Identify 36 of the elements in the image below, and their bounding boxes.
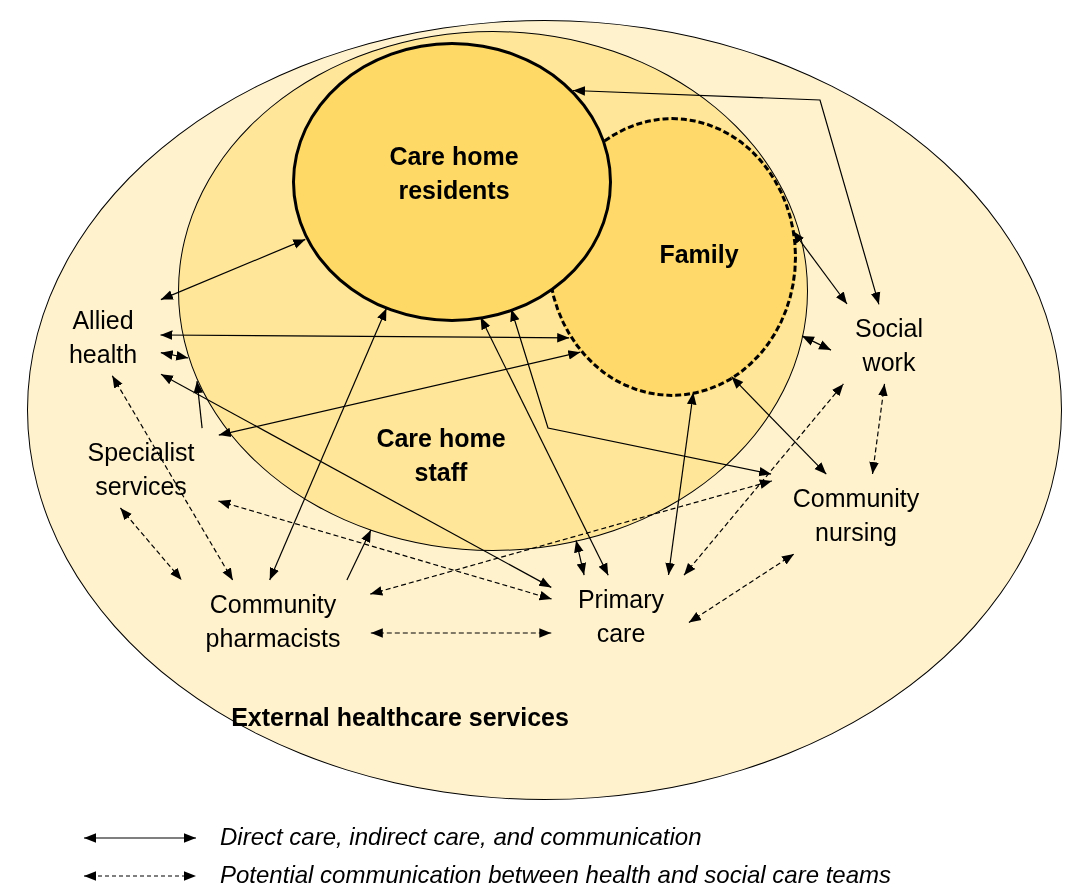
service-label: Social work: [836, 309, 942, 381]
service-label: Community pharmacists: [178, 585, 368, 657]
dashed-arrow: [370, 628, 552, 638]
dashed-arrow: [688, 553, 795, 624]
dashed-arrow: [369, 479, 773, 596]
service-label: Allied health: [48, 301, 158, 373]
arrow: [480, 316, 609, 576]
dashed-arrow: [217, 499, 553, 601]
arrow: [801, 335, 832, 351]
arrow: [730, 376, 827, 475]
region-label: Care home staff: [375, 423, 507, 488]
arrow: [665, 391, 697, 576]
arrow: [193, 380, 204, 429]
arrow: [510, 308, 772, 477]
dashed-arrow: [119, 507, 183, 581]
arrow: [574, 539, 587, 576]
legend-text: Direct care, indirect care, and communication: [220, 823, 702, 851]
legend-text: Potential communication between health and social care teams: [220, 861, 892, 889]
dashed-arrow: [111, 375, 234, 581]
arrow: [160, 238, 306, 301]
region-label: External healthcare services: [230, 702, 570, 733]
arrow: [218, 350, 581, 438]
arrow: [346, 529, 372, 581]
region-label: Care home residents: [388, 141, 520, 206]
arrow: [160, 350, 189, 361]
service-label: Primary care: [556, 580, 686, 652]
dashed-arrow: [683, 383, 844, 576]
arrow: [269, 307, 387, 581]
arrow: [159, 330, 570, 343]
service-label: Specialist services: [66, 433, 216, 505]
region-label: Family: [658, 239, 740, 270]
arrow: [160, 373, 552, 588]
arrow: [792, 230, 848, 305]
service-label: Community nursing: [776, 479, 936, 551]
dashed-arrow: [869, 383, 888, 475]
arrow: [572, 86, 881, 305]
